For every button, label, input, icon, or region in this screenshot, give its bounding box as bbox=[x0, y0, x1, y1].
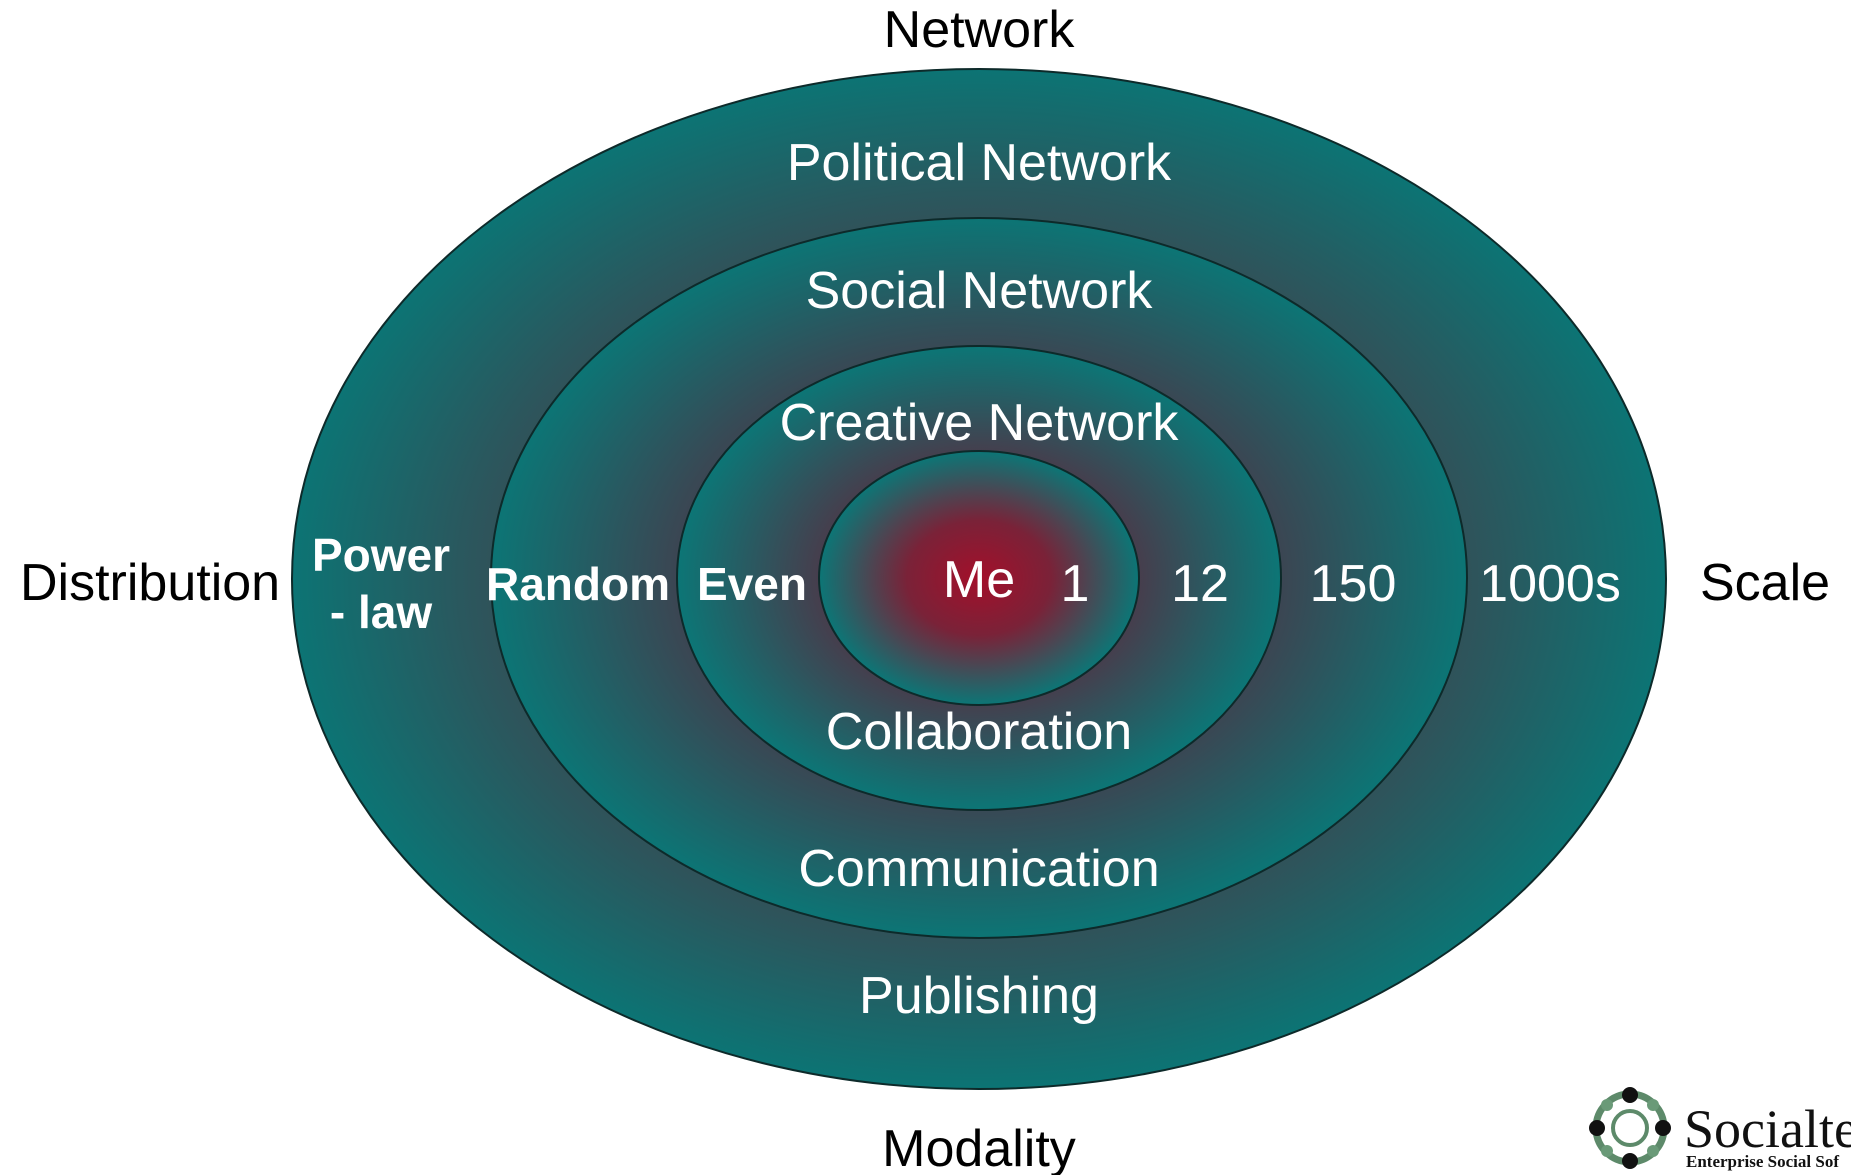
label-random: Random bbox=[486, 558, 670, 610]
axis-label-network: Network bbox=[884, 1, 1076, 59]
label-scale-1000s: 1000s bbox=[1479, 555, 1621, 613]
label-communication: Communication bbox=[798, 840, 1159, 898]
label-power-law-line1: Power bbox=[312, 529, 450, 581]
axis-label-scale: Scale bbox=[1700, 554, 1830, 612]
label-political-network: Political Network bbox=[787, 134, 1172, 192]
logo-name: Socialte bbox=[1684, 1099, 1851, 1159]
axis-label-distribution: Distribution bbox=[20, 554, 280, 612]
label-collaboration: Collaboration bbox=[826, 703, 1132, 761]
label-even: Even bbox=[697, 558, 807, 610]
axis-label-modality: Modality bbox=[882, 1120, 1076, 1175]
label-scale-12: 12 bbox=[1171, 555, 1229, 613]
label-power-law-line2: - law bbox=[330, 586, 432, 638]
label-publishing: Publishing bbox=[859, 967, 1099, 1025]
label-social-network: Social Network bbox=[806, 262, 1154, 320]
network-node-icon bbox=[1589, 1087, 1671, 1169]
ring-center-me bbox=[818, 450, 1140, 706]
label-creative-network: Creative Network bbox=[780, 394, 1180, 452]
label-center-me: Me bbox=[943, 551, 1015, 609]
logo-tagline: Enterprise Social Sof bbox=[1686, 1152, 1839, 1171]
label-scale-150: 150 bbox=[1310, 555, 1397, 613]
logo: Socialte Enterprise Social Sof bbox=[1589, 1087, 1851, 1171]
label-scale-1: 1 bbox=[1061, 555, 1090, 613]
